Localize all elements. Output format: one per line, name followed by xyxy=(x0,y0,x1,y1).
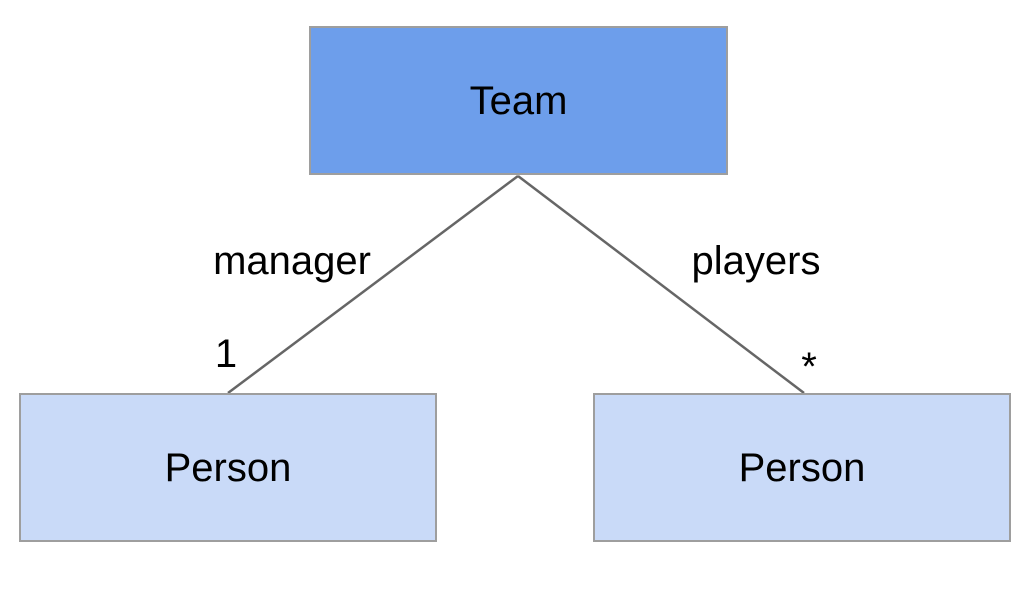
players-multiplicity-label: * xyxy=(801,345,817,389)
node-person-manager: Person xyxy=(19,393,437,542)
players-connector-line xyxy=(517,175,805,394)
manager-edge-label: manager xyxy=(213,239,371,283)
node-team: Team xyxy=(309,26,728,175)
node-person-players: Person xyxy=(593,393,1011,542)
manager-multiplicity-label: 1 xyxy=(214,332,238,376)
node-person-manager-label: Person xyxy=(164,445,292,490)
players-edge-label: players xyxy=(691,239,821,283)
node-team-label: Team xyxy=(469,78,568,123)
node-person-players-label: Person xyxy=(738,445,866,490)
manager-connector-line xyxy=(227,174,519,395)
